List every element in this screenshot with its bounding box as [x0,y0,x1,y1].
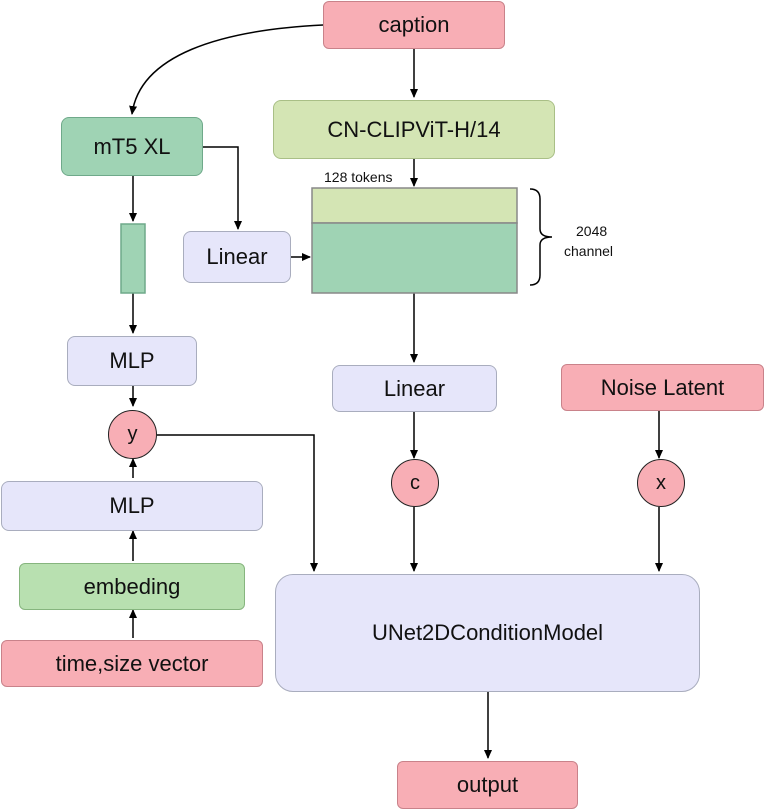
unet-box: UNet2DConditionModel [275,574,700,692]
linear-left-box: Linear [183,231,291,283]
embedding-box: embeding [19,563,245,610]
output-box: output [397,761,578,809]
linear-mid-box: Linear [332,365,497,412]
tokens-label: 128 tokens [324,169,393,185]
arrow-caption-to-mt5 [129,24,324,115]
caption-box: caption [323,1,505,49]
arrow-mt5-to-linear [203,146,242,230]
mt5-encoder-box: mT5 XL [61,117,203,176]
clip-encoder-box: CN-CLIPViT-H/14 [273,100,555,159]
x-node: x [637,459,685,507]
channel-word-label: channel [564,243,614,259]
mlp-top-box: MLP [67,336,197,386]
mlp-bottom-box: MLP [1,481,263,531]
arrow-y-to-unet [157,434,318,572]
time-size-vector-box: time,size vector [1,640,263,687]
token-block-top [311,187,518,224]
channel-brace [529,188,553,286]
token-block-body [311,222,518,294]
y-node: y [108,410,157,459]
channel-count-label: 2048 [576,223,608,239]
mt5-feature-bar [120,223,146,294]
c-node: c [391,459,439,507]
noise-latent-box: Noise Latent [561,364,764,411]
